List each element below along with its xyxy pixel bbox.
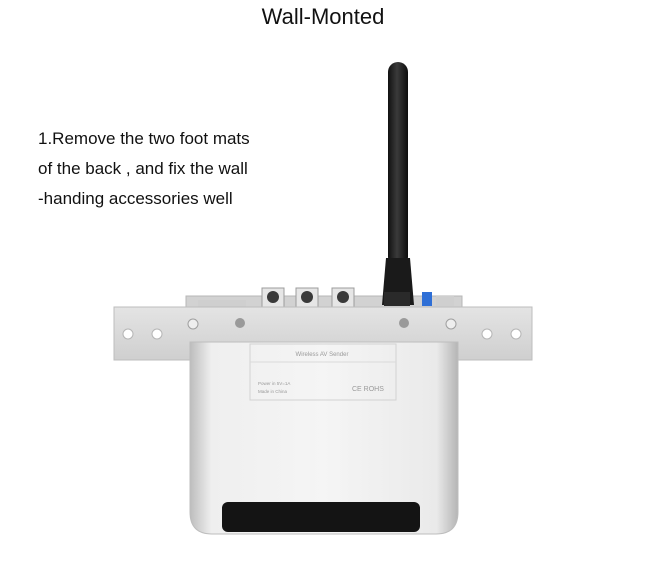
instruction-line-1: 1.Remove the two foot mats: [38, 129, 250, 148]
instruction-line-2: of the back , and fix the wall: [38, 159, 248, 178]
device-body: [185, 295, 463, 535]
label-made-in: Made in China: [258, 389, 288, 394]
instruction-text: 1.Remove the two foot mats of the back ,…: [38, 124, 298, 214]
label-power: Power in 5V=1A: [258, 381, 290, 386]
instruction-line-3: -handing accessories well: [38, 189, 233, 208]
antenna: [382, 62, 414, 306]
rca-ports: [198, 287, 454, 310]
product-label: Wireless AV Sender Power in 5V=1A Made i…: [249, 343, 397, 401]
page-title: Wall-Monted: [261, 4, 385, 29]
label-product-name: Wireless AV Sender: [296, 352, 349, 358]
label-certification: CE ROHS: [352, 386, 384, 393]
wall-bracket: [113, 306, 533, 361]
